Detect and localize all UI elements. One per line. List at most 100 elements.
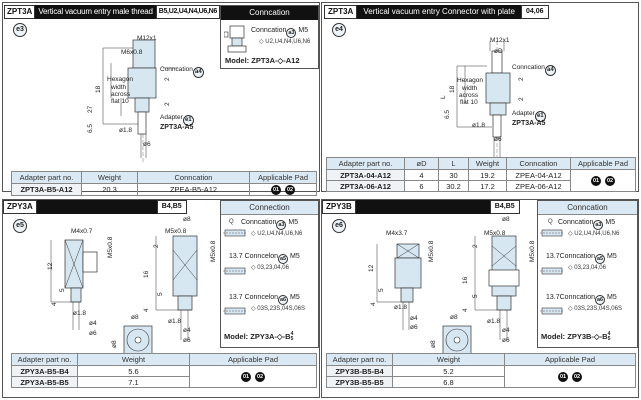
connection-title: Connection <box>221 201 318 215</box>
series-code: ZPY3B <box>322 200 356 214</box>
column-header: Adapter part no. <box>11 353 78 366</box>
dim-label: M5x0.8 <box>428 240 435 262</box>
adapter-badge: e1 <box>182 115 194 126</box>
dim-label: flat 10 <box>111 98 129 105</box>
dim-label: 4 <box>51 302 58 306</box>
table-row: ZPY3A-B5-B5 7.1 <box>11 376 317 388</box>
part-label: ZPT3A-A5 <box>160 124 194 131</box>
diagram-badge: e3 <box>13 23 27 37</box>
panel-header: ZPY3B B4,B5 <box>322 200 520 214</box>
length-prefix: 13.7 <box>229 294 243 301</box>
series-code: ZPT3A <box>4 5 36 19</box>
dim-label: 2 <box>518 97 525 101</box>
dim-label: 2 <box>472 244 479 248</box>
panel-zpy3b: ZPY3B B4,B5 e6 M4x3.7 M5x0.8 12 5 4 ø1.8… <box>321 199 639 398</box>
callout-label: Conncation <box>160 66 193 73</box>
panel-title: Vertical vacuum entry Connector with pla… <box>357 5 521 19</box>
table-header-row: Adapter part no. øD L Weight Conncation … <box>326 157 636 170</box>
dim-label: Hexagon <box>107 76 134 83</box>
table-header-row: Adapter part no. Weight Applicable Pad <box>11 353 317 366</box>
dim-label: ø6 <box>143 141 151 148</box>
connection-part: ZPEA-06-A12 <box>506 180 571 192</box>
panel-title: Vertical vacuum entry male thread <box>35 5 156 19</box>
length: 30 <box>438 169 469 181</box>
diameter: 4 <box>404 169 439 181</box>
panel-header: ZPT3A Vertical vacuum entry Connector wi… <box>324 5 549 19</box>
panel-title <box>36 200 157 214</box>
variant-list: B4,B5 <box>489 200 520 214</box>
column-header: Weight <box>392 353 505 366</box>
weight: 17.2 <box>468 180 507 192</box>
dim-label: ø4 <box>410 315 418 322</box>
pad-icon: 02 <box>605 176 615 186</box>
dim-label: M6x0.8 <box>121 49 143 56</box>
dim-label: 4 <box>370 302 377 306</box>
part-number: ZPY3B-B5-B4 <box>326 365 393 377</box>
dim-label: M12x1 <box>490 37 510 44</box>
dim-label: 4 <box>462 308 469 312</box>
adapter-badge: e1 <box>534 111 546 122</box>
dim-label: M5x0.8 <box>210 240 217 262</box>
thread-size: M5 <box>298 27 309 34</box>
connection-badge: a5 <box>595 254 606 264</box>
column-header: Adapter part no. <box>326 157 405 170</box>
column-header: øD <box>404 157 439 170</box>
column-header: Applicable Pad <box>189 353 317 366</box>
dim-label: ø6 <box>502 337 510 344</box>
dim-label: ø1.8 <box>168 318 182 325</box>
technical-drawing <box>102 38 178 163</box>
dim-label: M4x3.7 <box>386 230 408 237</box>
fitting-icon <box>540 307 564 315</box>
dim-label: 6.5 <box>444 109 451 119</box>
panel-title <box>355 200 490 214</box>
connection-label: Conncelon <box>244 294 279 301</box>
connection-label: Conncation <box>558 219 594 226</box>
applicable-pads: 01 02 <box>249 183 317 196</box>
model-text: Model: ZPY3B-◇-B <box>541 332 608 341</box>
dim-label: ø4 <box>502 327 510 334</box>
dim-label: across <box>111 91 131 98</box>
series-code: ZPY3A <box>3 200 37 214</box>
dim-label: M12x1 <box>137 35 157 42</box>
part-label: ZPT3A-A5 <box>512 120 546 127</box>
dim-label: across <box>459 92 479 99</box>
panel-zpy3a: ZPY3A B4,B5 e5 M4x0.7 M5x0.8 12 5 4 ø1.8… <box>2 199 320 398</box>
dim-label: ø8 <box>502 216 510 223</box>
technical-drawing-front <box>155 235 198 340</box>
dim-label: ø6 <box>183 337 191 344</box>
variant-list: B4,B5 <box>156 200 187 214</box>
fitting-icon <box>540 267 564 275</box>
weight: 20.3 <box>81 183 138 196</box>
column-header: Adapter part no. <box>326 353 393 366</box>
pad-icon: 02 <box>285 185 295 195</box>
dim-label: ø6 <box>494 136 502 143</box>
thread-size: M5 <box>288 219 299 226</box>
dim-label: width <box>111 84 127 91</box>
pad-icon: 02 <box>572 372 582 382</box>
table-row: ZPT3A-06-A12 6 30.2 17.2 ZPEA-06-A12 <box>326 180 636 192</box>
table-row: ZPY3B-B5-B5 6.8 <box>326 376 636 388</box>
column-header: Weight <box>468 157 507 170</box>
dim-label: ø4 <box>89 320 97 327</box>
connection-variants: ◇ 03,23,04,06 <box>568 265 606 271</box>
fitting-icon <box>540 229 564 237</box>
thread-size: M5 <box>290 294 300 301</box>
dim-label: ø8 <box>183 216 191 223</box>
spec-table: Adapter part no. Weight Conncation Appli… <box>11 171 317 196</box>
dim-label: 16 <box>143 270 150 278</box>
dim-label: width <box>462 85 478 92</box>
diagram-badge: e6 <box>332 219 346 233</box>
column-header: Applicable Pad <box>249 171 317 184</box>
callout-label: Adapter <box>512 110 535 117</box>
table-header-row: Adapter part no. Weight Applicable Pad <box>326 353 636 366</box>
pad-icon: 01 <box>271 185 281 195</box>
fitting-icon <box>223 267 247 275</box>
connection-badge: a6 <box>595 295 606 305</box>
